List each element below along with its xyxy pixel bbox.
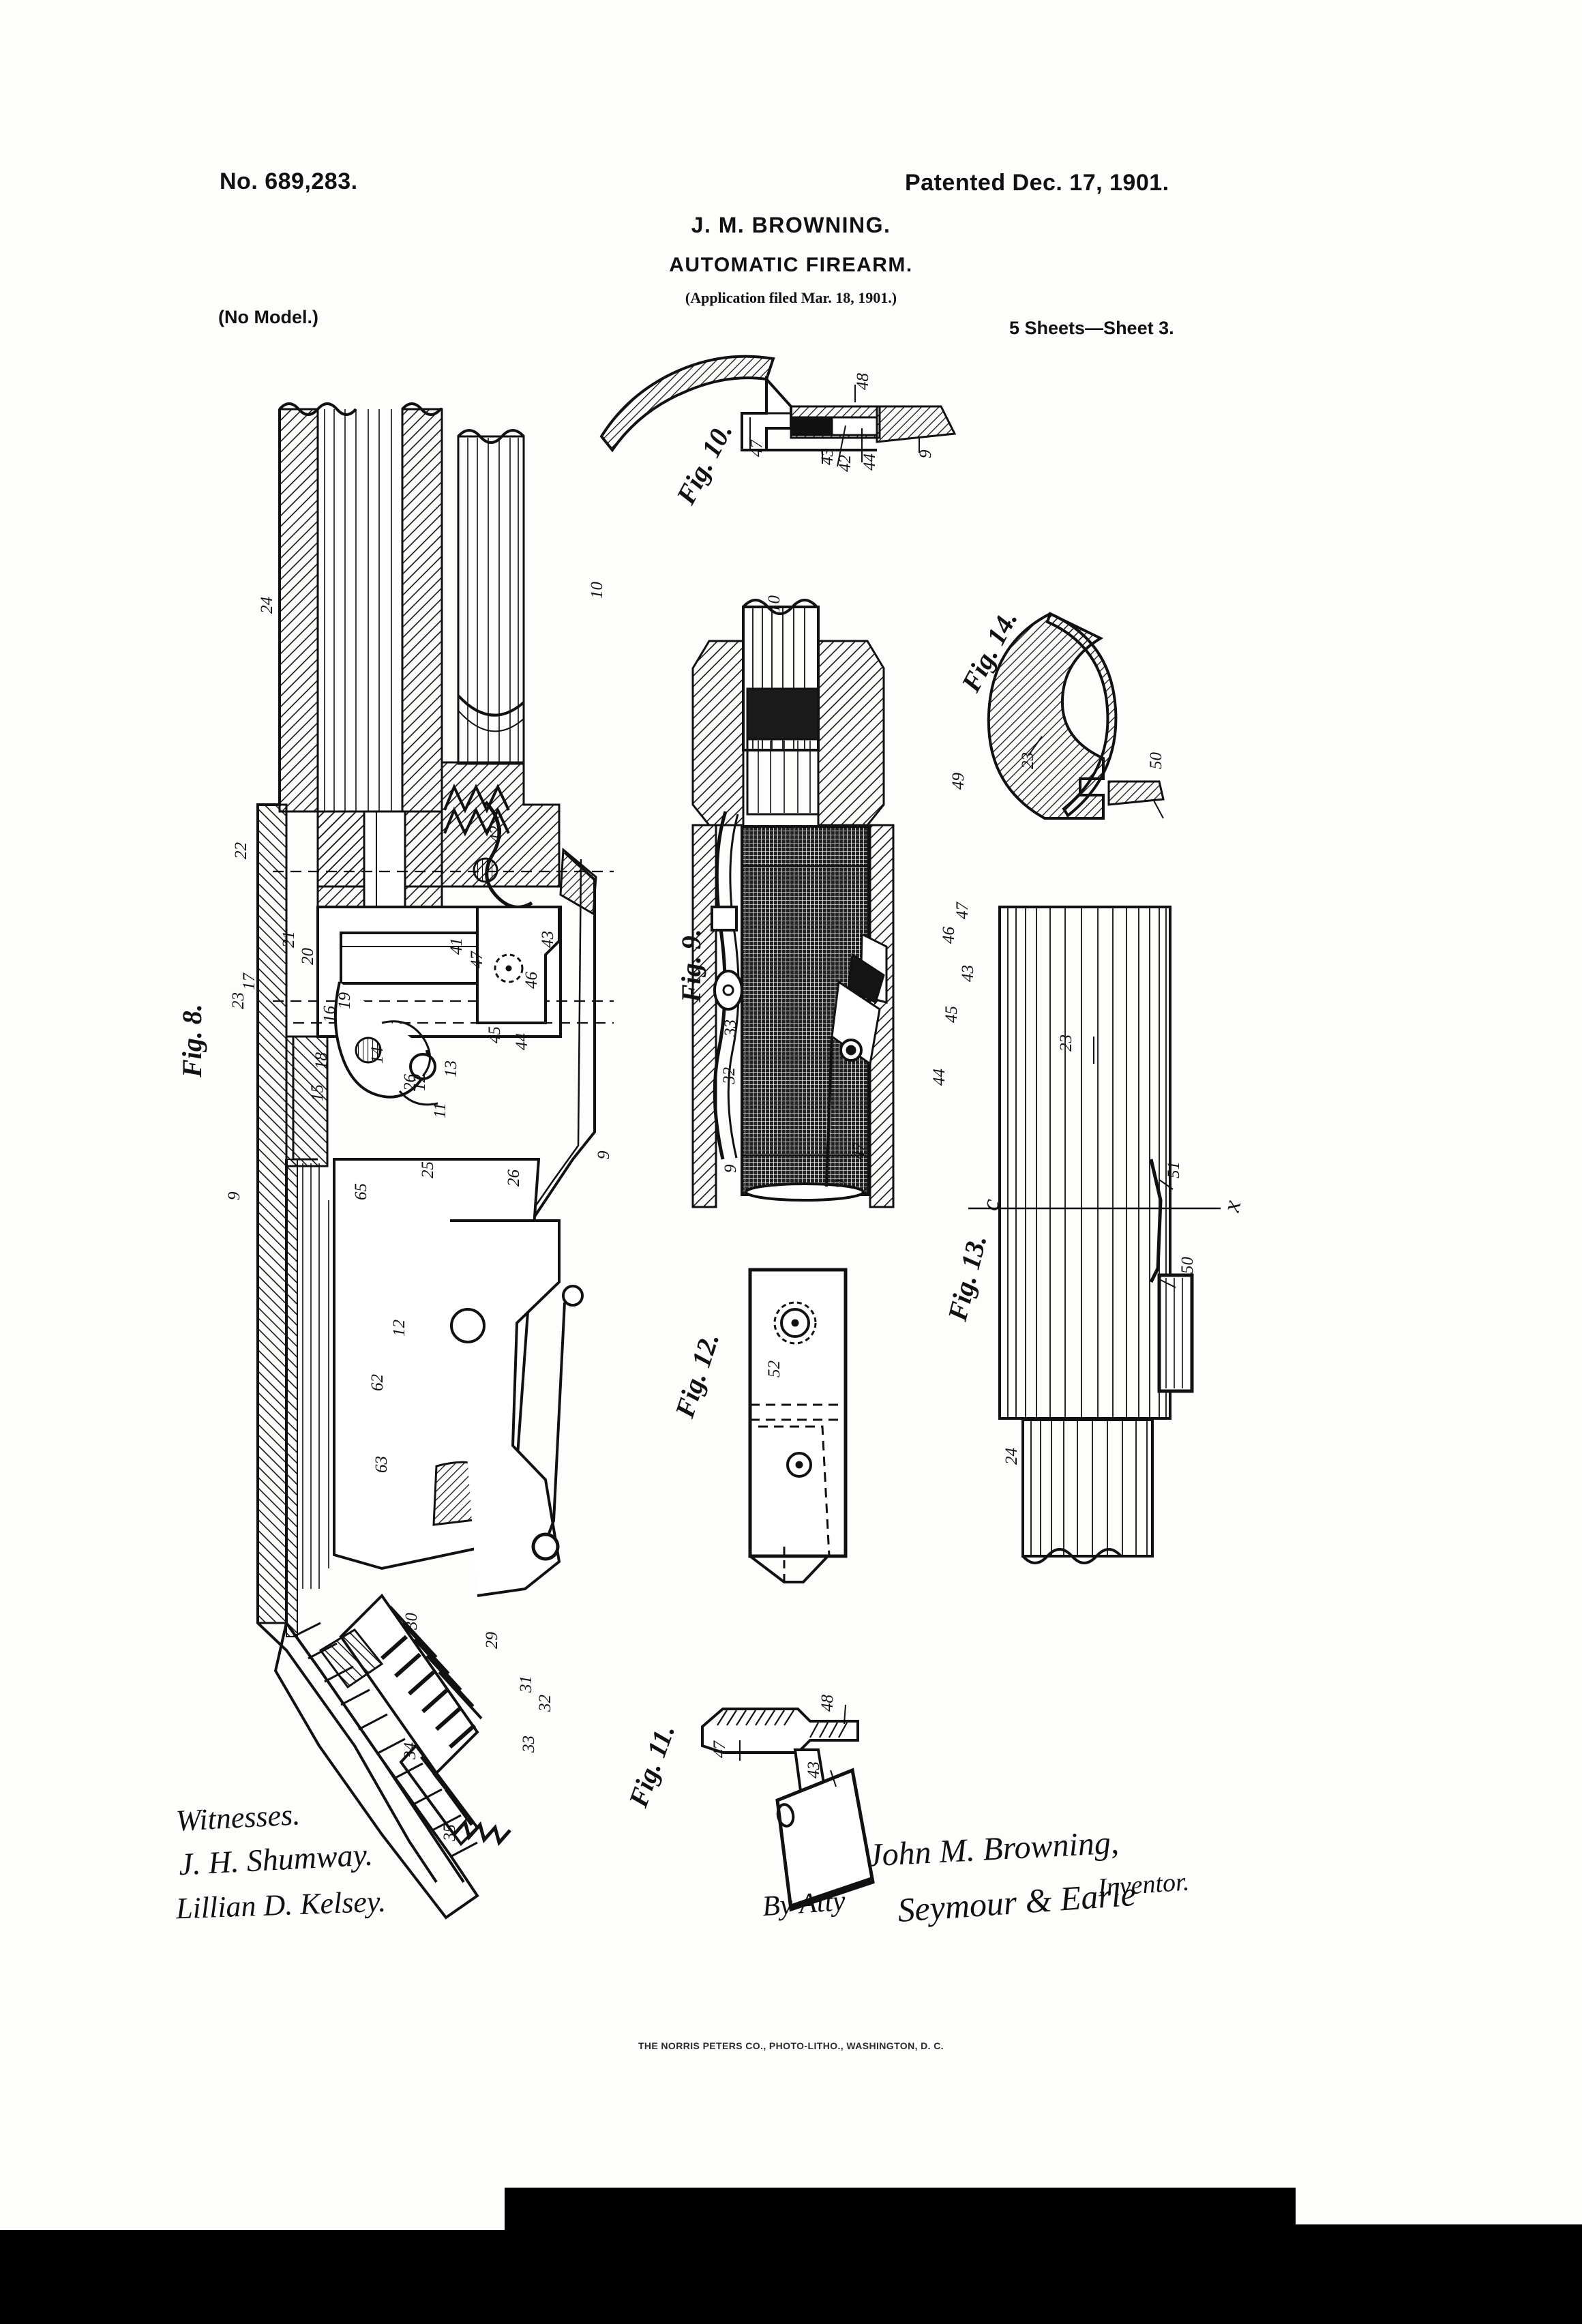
reference-numeral: 23 — [1057, 1034, 1075, 1052]
reference-numeral: 23 — [1019, 752, 1037, 769]
reference-numeral: 46 — [940, 927, 958, 944]
page-title: AUTOMATIC FIREARM. — [669, 254, 913, 276]
reference-numeral: 33 — [721, 1019, 740, 1037]
reference-numeral: 46 — [522, 972, 541, 989]
inventor-name: J. M. BROWNING. — [691, 213, 891, 237]
reference-numeral: 10 — [765, 595, 783, 612]
reference-numeral: 32 — [536, 1695, 554, 1712]
patent-number: No. 689,283. — [220, 168, 358, 194]
attorney-prefix: By Atty — [761, 1885, 847, 1923]
reference-numeral: 65 — [352, 1183, 370, 1200]
reference-numeral: 30 — [402, 1613, 421, 1630]
figure-9-drawing — [691, 599, 895, 1208]
reference-numeral: 10 — [588, 582, 606, 599]
patent-date: Patented Dec. 17, 1901. — [905, 170, 1169, 196]
reference-numeral: 50 — [1147, 752, 1165, 769]
reference-numeral: 47 — [711, 1741, 729, 1758]
reference-numeral: 23 — [229, 992, 248, 1009]
reference-numeral: 47 — [747, 440, 766, 457]
reference-numeral: 44 — [930, 1069, 949, 1086]
reference-numeral: 42 — [487, 826, 505, 843]
reference-numeral: 45 — [942, 1006, 961, 1023]
reference-numeral: 25 — [419, 1161, 437, 1178]
reference-numeral: 52 — [765, 1360, 783, 1377]
reference-numeral: 44 — [513, 1033, 531, 1050]
figure-11-drawing — [701, 1704, 875, 1912]
reference-numeral: 34 — [401, 1742, 419, 1759]
application-line: (Application filed Mar. 18, 1901.) — [685, 289, 897, 306]
reference-numeral: 24 — [1002, 1448, 1021, 1465]
reference-numeral: 62 — [368, 1374, 387, 1391]
reference-numeral: 13 — [442, 1060, 460, 1077]
reference-numeral: 51 — [1165, 1161, 1183, 1178]
reference-numeral: 19 — [335, 992, 354, 1009]
reference-numeral: 41 — [447, 938, 466, 955]
reference-numeral: 32 — [720, 1067, 738, 1084]
figure-10-drawing — [599, 355, 957, 467]
reference-numeral: 9 — [831, 1179, 849, 1189]
reference-numeral: 12 — [390, 1320, 408, 1337]
reference-numeral: 29 — [483, 1632, 501, 1649]
reference-numeral: 9 — [595, 1150, 613, 1160]
reference-numeral: 33 — [520, 1735, 538, 1753]
reference-numeral: 14 — [368, 1047, 387, 1064]
reference-numeral: 24 — [258, 597, 276, 614]
reference-numeral: 12 — [411, 1074, 429, 1091]
reference-numeral: 50 — [1178, 1257, 1197, 1274]
reference-numeral: 22 — [232, 842, 250, 859]
scan-edge-notch-right — [1296, 2188, 1582, 2224]
reference-numeral: 35 — [441, 1824, 459, 1841]
witnesses-label: Witnesses. — [175, 1798, 301, 1838]
reference-numeral: 43 — [818, 448, 837, 465]
figure-14-drawing — [987, 612, 1165, 820]
reference-numeral: 47 — [850, 1142, 868, 1159]
figure-12-drawing — [748, 1268, 848, 1583]
figure-8-drawing — [256, 402, 614, 1920]
reference-numeral: 48 — [854, 373, 872, 390]
reference-numeral: 17 — [240, 973, 258, 990]
reference-numeral: 18 — [312, 1052, 331, 1069]
reference-numeral: 11 — [431, 1102, 449, 1118]
no-model-label: (No Model.) — [218, 307, 318, 327]
figure-caption-fig9: Fig. 9. — [676, 929, 706, 1002]
scan-edge-notch-left — [0, 2188, 505, 2230]
reference-numeral: 9 — [721, 1164, 740, 1174]
reference-numeral: 43 — [539, 931, 557, 948]
reference-numeral: 45 — [486, 1026, 504, 1043]
reference-numeral: 49 — [949, 773, 968, 790]
reference-numeral: 47 — [468, 951, 486, 968]
reference-numeral: 48 — [818, 1695, 837, 1712]
reference-numeral: 44 — [861, 453, 879, 471]
reference-numeral: 43 — [805, 1761, 823, 1778]
reference-numeral: 21 — [280, 931, 298, 948]
reference-numeral: 47 — [953, 902, 972, 919]
reference-numeral: 42 — [836, 455, 854, 472]
reference-numeral: 20 — [299, 948, 317, 965]
reference-numeral: 26 — [505, 1170, 523, 1187]
witness-signature-2: Lillian D. Kelsey. — [175, 1884, 387, 1926]
reference-numeral: 31 — [517, 1675, 535, 1693]
reference-numeral: 43 — [959, 965, 977, 982]
reference-numeral: 9 — [225, 1191, 243, 1201]
sheet-count: 5 Sheets—Sheet 3. — [1009, 318, 1174, 338]
reference-numeral: 15 — [308, 1084, 327, 1101]
printer-imprint: THE NORRIS PETERS CO., PHOTO-LITHO., WAS… — [638, 2040, 944, 2051]
reference-numeral: 63 — [372, 1456, 391, 1473]
reference-numeral: 9 — [916, 449, 935, 459]
figure-13-drawing — [968, 906, 1221, 1564]
figure-caption-fig8: Fig. 8. — [177, 1004, 207, 1077]
